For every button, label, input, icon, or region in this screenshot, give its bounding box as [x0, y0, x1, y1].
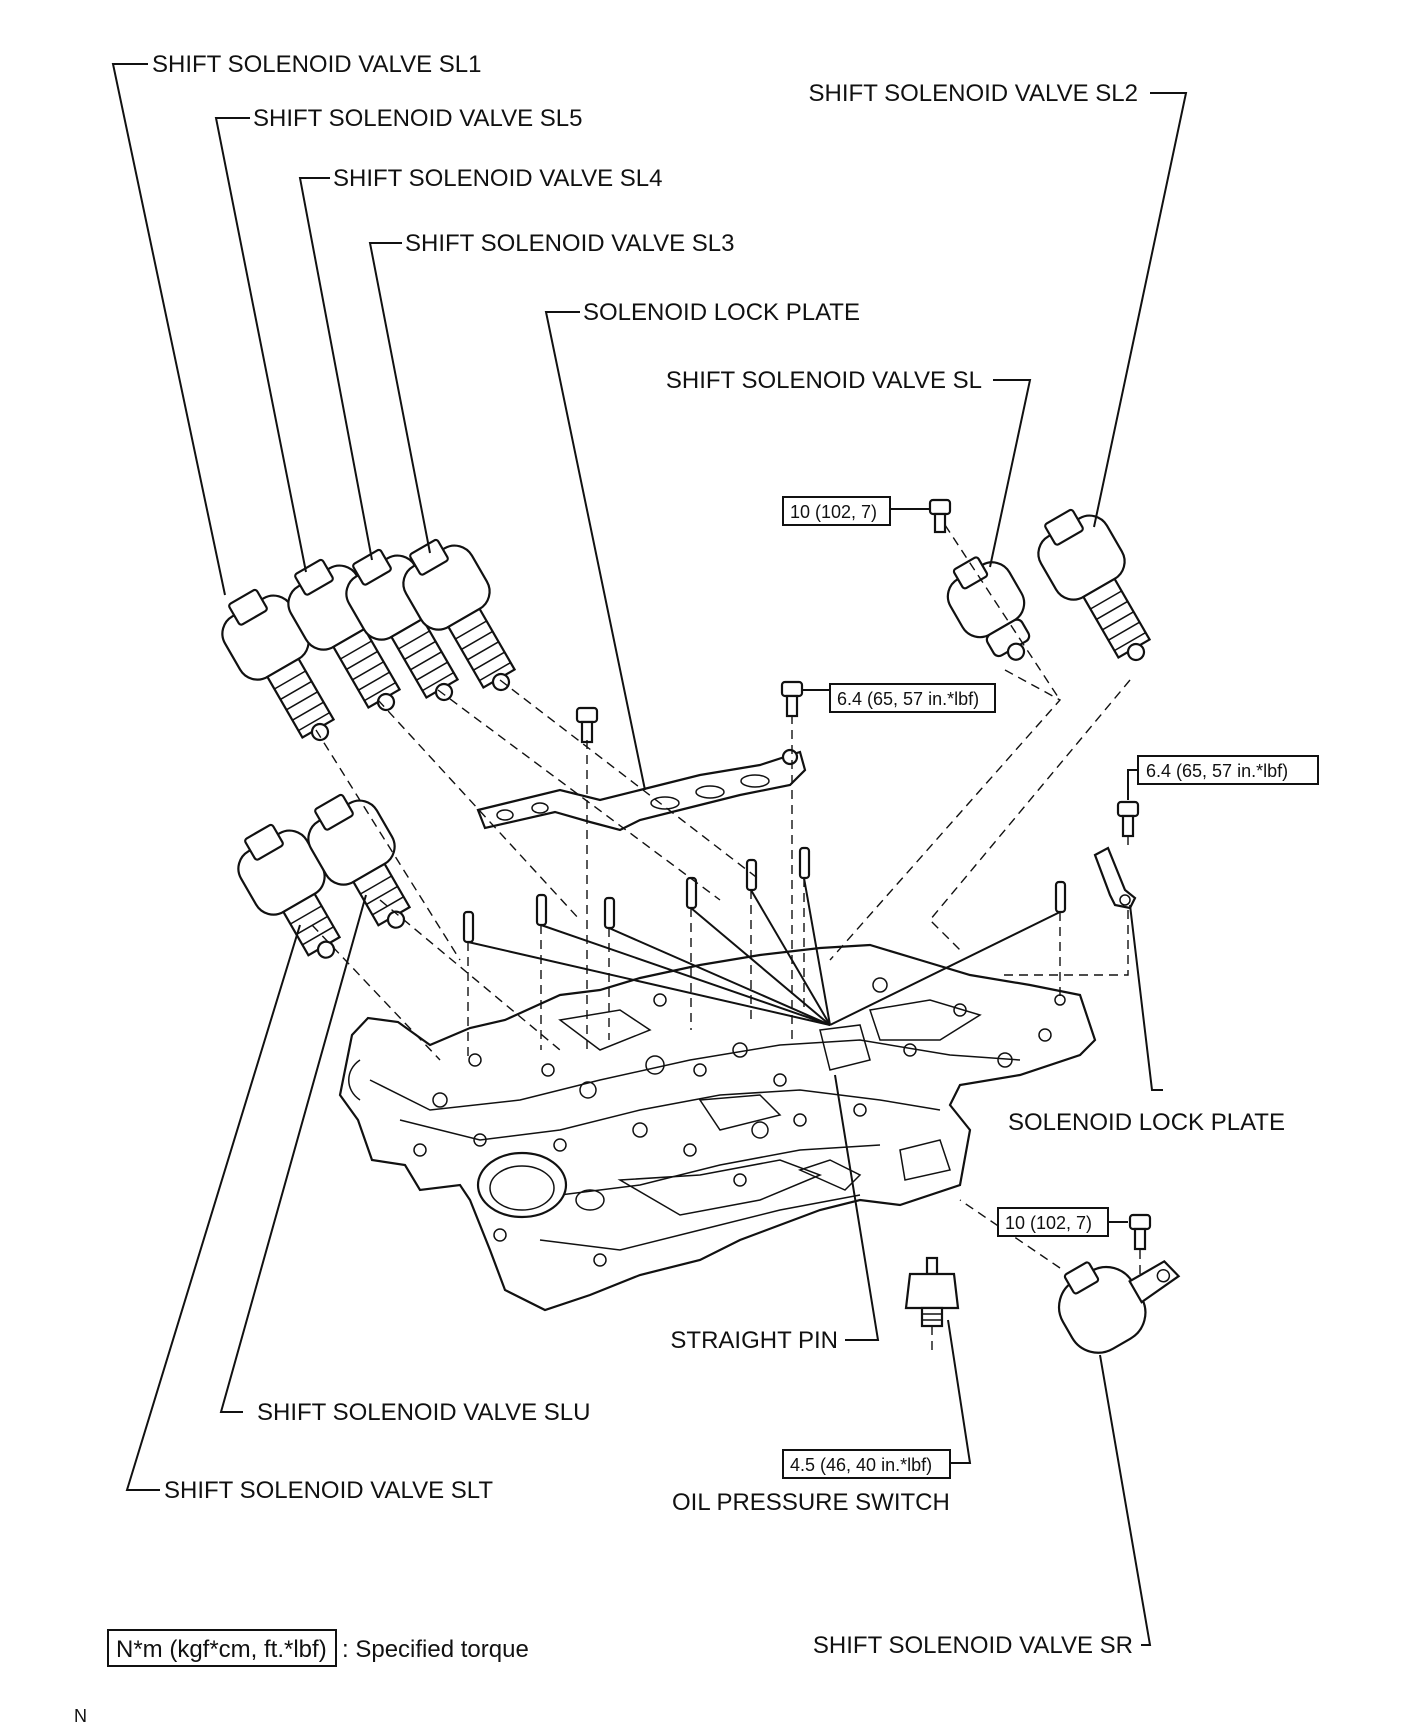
solenoid-sl2 — [1037, 508, 1152, 662]
solenoid-lock-plate-top — [476, 748, 807, 832]
label-sl5: SHIFT SOLENOID VALVE SL5 — [253, 105, 582, 132]
torque-lock-plate-right: 6.4 (65, 57 in.*lbf) — [1137, 755, 1319, 785]
label-slt: SHIFT SOLENOID VALVE SLT — [164, 1477, 493, 1504]
torque-sl-bolt: 10 (102, 7) — [782, 496, 891, 526]
solenoid-sl1 — [221, 588, 336, 742]
lock-plate-top-bolt-right — [780, 680, 804, 718]
torque-oil-pressure-switch-text: 4.5 (46, 40 in.*lbf) — [790, 1455, 932, 1475]
leader-lines — [111, 63, 1188, 1646]
lock-plate-right-bolt — [1116, 800, 1140, 838]
label-straight-pin: STRAIGHT PIN — [670, 1327, 838, 1354]
label-sl1: SHIFT SOLENOID VALVE SL1 — [152, 51, 481, 78]
label-lock-plate-top: SOLENOID LOCK PLATE — [583, 299, 860, 326]
lock-plate-top-bolt-left — [575, 706, 599, 744]
solenoid-slt — [237, 823, 342, 959]
label-sl2: SHIFT SOLENOID VALVE SL2 — [809, 80, 1138, 107]
torque-sl-bolt-text: 10 (102, 7) — [790, 502, 877, 522]
label-sr: SHIFT SOLENOID VALVE SR — [813, 1632, 1133, 1659]
torque-lock-plate-top-text: 6.4 (65, 57 in.*lbf) — [837, 689, 979, 709]
solenoid-sl — [946, 556, 1031, 661]
label-sl: SHIFT SOLENOID VALVE SL — [666, 367, 982, 394]
solenoid-sl3 — [402, 538, 517, 692]
label-sl4: SHIFT SOLENOID VALVE SL4 — [333, 165, 662, 192]
solenoid-sr — [1057, 1259, 1181, 1354]
torque-lock-plate-right-text: 6.4 (65, 57 in.*lbf) — [1146, 761, 1288, 781]
solenoid-lock-plate-right — [1093, 846, 1137, 910]
torque-sr-bolt-text: 10 (102, 7) — [1005, 1213, 1092, 1233]
label-lock-plate-right: SOLENOID LOCK PLATE — [1008, 1109, 1285, 1136]
straight-pins — [462, 846, 1067, 944]
label-slu: SHIFT SOLENOID VALVE SLU — [257, 1399, 590, 1426]
corner-mark: N — [74, 1706, 87, 1726]
sr-bolt — [1128, 1213, 1152, 1251]
torque-oil-pressure-switch: 4.5 (46, 40 in.*lbf) — [782, 1449, 951, 1479]
torque-legend: N*m (kgf*cm, ft.*lbf) : Specified torque — [107, 1629, 529, 1667]
torque-sr-bolt: 10 (102, 7) — [997, 1207, 1109, 1237]
oil-pressure-switch — [904, 1256, 960, 1328]
legend-unit-box: N*m (kgf*cm, ft.*lbf) — [116, 1636, 327, 1663]
valve-body — [338, 943, 1097, 1312]
legend-text: : Specified torque — [342, 1636, 529, 1663]
label-sl3: SHIFT SOLENOID VALVE SL3 — [405, 230, 734, 257]
label-oil-pressure-switch: OIL PRESSURE SWITCH — [672, 1489, 950, 1516]
sl-bolt — [928, 498, 952, 534]
torque-lock-plate-top: 6.4 (65, 57 in.*lbf) — [829, 683, 996, 713]
